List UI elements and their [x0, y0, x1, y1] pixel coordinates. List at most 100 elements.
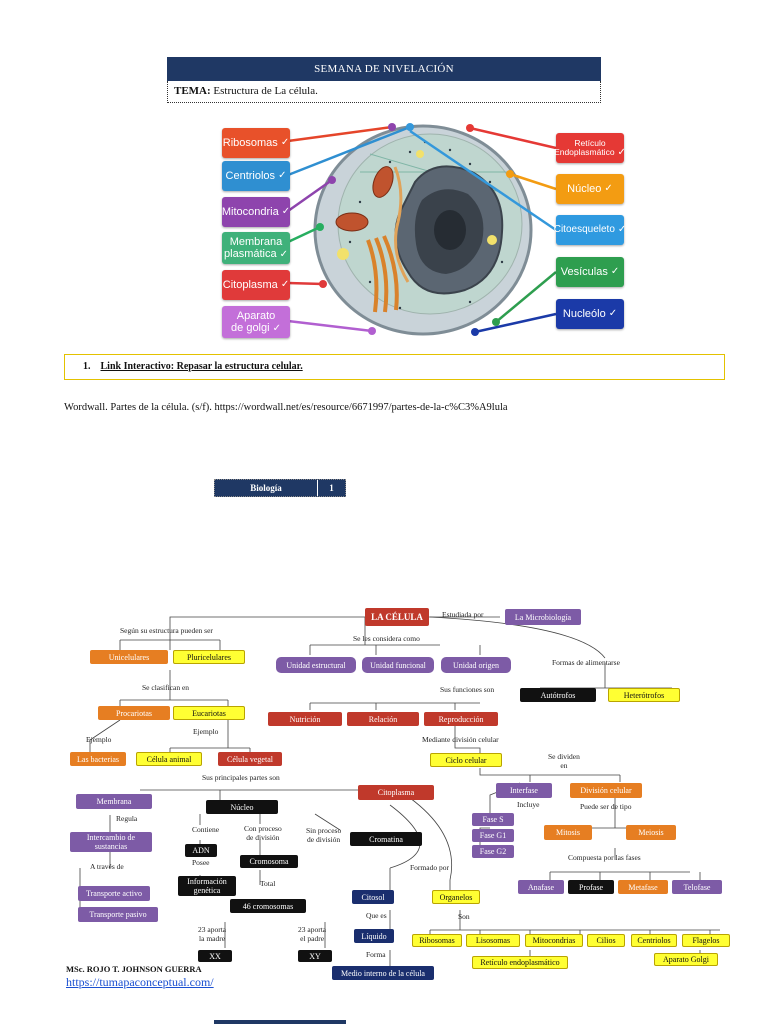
node-flagelos: Flagelos	[682, 934, 730, 947]
text-through: A través de	[90, 862, 124, 871]
node-procariotas: Procariotas	[98, 706, 170, 720]
check-icon: ✓	[604, 183, 613, 194]
text-can-be: Puede ser de tipo	[580, 802, 632, 811]
footer-page-number: 1	[317, 480, 345, 496]
label-mitocondria[interactable]: Mitocondria✓	[222, 197, 290, 227]
node-centriolos: Centriolos	[631, 934, 677, 947]
node-celula-vegetal: Célula vegetal	[218, 752, 282, 766]
topic-label: TEMA:	[174, 85, 211, 97]
interactive-link-box[interactable]: 1. Link Interactivo: Repasar la estructur…	[64, 354, 725, 380]
node-reproduccion: Reproducción	[424, 712, 498, 726]
text-que-es: Que es	[366, 911, 387, 920]
node-meiosis: Meiosis	[626, 825, 676, 840]
node-adn: ADN	[185, 844, 217, 857]
activity-number: 1.	[83, 361, 91, 372]
node-anafase: Anafase	[518, 880, 564, 894]
node-organelos: Organelos	[432, 890, 480, 904]
author-credit: MSc. ROJO T. JOHNSON GUERRA	[66, 964, 202, 974]
check-icon: ✓	[281, 206, 291, 217]
node-xx: XX	[198, 950, 232, 962]
node-profase: Profase	[568, 880, 614, 894]
text-example-2: Ejemplo	[193, 727, 219, 736]
node-transporte-activo: Transporte activo	[78, 886, 150, 901]
text-feeding: Formas de alimentarse	[552, 658, 620, 667]
footer-subject: Biología	[250, 483, 282, 493]
label-centriolos[interactable]: Centriolos✓	[222, 161, 290, 191]
text-studied-by: Estudiada por	[442, 610, 484, 619]
text-regula: Regula	[116, 814, 138, 823]
check-icon: ✓	[272, 322, 281, 334]
label-aparato-de-golgi[interactable]: Aparato de golgi✓	[222, 306, 290, 338]
node-xy: XY	[298, 950, 332, 962]
text-phases: Compuesta por las fases	[568, 853, 641, 862]
label-nucleolo[interactable]: Nucleólo✓	[556, 299, 624, 329]
node-eucariotas: Eucariotas	[173, 706, 245, 720]
node-pluricelulares: Pluricelulares	[173, 650, 245, 664]
node-liquido: Líquido	[354, 929, 394, 943]
node-membrana: Membrana	[76, 794, 152, 809]
node-celula-animal: Célula animal	[136, 752, 202, 766]
label-vesiculas[interactable]: Vesículas✓	[556, 257, 624, 287]
node-heterotrofos: Heterótrofos	[608, 688, 680, 702]
source-link[interactable]: https://tumapaconceptual.com/	[66, 975, 214, 989]
text-incluye: Incluye	[517, 800, 540, 809]
check-icon: ✓	[280, 279, 290, 290]
text-classified-as: Se clasifican en	[142, 683, 190, 692]
node-transporte-pasivo: Transporte pasivo	[78, 907, 158, 922]
label-reticulo-endoplasmatico[interactable]: Retículo Endoplasmático✓	[554, 133, 626, 163]
node-ciclo-celular: Ciclo celular	[430, 753, 502, 767]
topic-line: TEMA: Estructura de La célula.	[167, 81, 601, 103]
check-icon: ✓	[280, 137, 290, 148]
page-footer: Biología 1	[214, 479, 346, 497]
check-icon: ✓	[617, 147, 626, 158]
node-reticulo: Retículo endoplasmático	[472, 956, 568, 969]
label-citoesqueleto[interactable]: Citoesqueleto✓	[554, 215, 627, 245]
reference-citation[interactable]: Wordwall. Partes de la célula. (s/f). ht…	[64, 402, 508, 413]
text-forma: Forma	[366, 950, 386, 959]
node-unidad-funcional: Unidad funcional	[362, 657, 434, 673]
node-mitosis: Mitosis	[544, 825, 592, 840]
node-ribosomas: Ribosomas	[412, 934, 462, 947]
node-fase-g2: Fase G2	[472, 845, 514, 858]
concept-map: LA CÉLULA Estudiada por La Microbiología…	[60, 600, 740, 1000]
node-citoplasma: Citoplasma	[358, 785, 434, 800]
node-interfase: Interfase	[496, 783, 552, 798]
node-la-celula: LA CÉLULA	[365, 608, 429, 626]
activity-link[interactable]: Link Interactivo: Repasar la estructura …	[100, 361, 303, 372]
node-fase-s: Fase S	[472, 813, 514, 826]
check-icon: ✓	[608, 308, 618, 319]
label-citoplasma[interactable]: Citoplasma✓	[222, 270, 290, 300]
text-considered-as: Se les considera como	[353, 634, 420, 643]
text-by-structure: Según su estructura pueden ser	[120, 626, 213, 635]
text-son: Son	[458, 912, 470, 921]
text-functions: Sus funciones son	[440, 685, 495, 694]
label-ribosomas[interactable]: Ribosomas✓	[222, 128, 290, 158]
check-icon: ✓	[278, 170, 287, 181]
label-nucleo[interactable]: Núcleo✓	[556, 174, 624, 204]
node-aparato-golgi: Aparato Golgi	[654, 953, 718, 966]
text-main-parts: Sus principales partes son	[202, 773, 280, 782]
node-unicelulares: Unicelulares	[90, 650, 168, 664]
node-medio-interno: Medio interno de la célula	[332, 966, 434, 980]
text-total: Total	[260, 879, 276, 888]
node-las-bacterias: Las bacterias	[70, 752, 126, 766]
text-contiene: Contiene	[192, 825, 220, 834]
node-cromatina: Cromatina	[350, 832, 422, 846]
node-relacion: Relación	[347, 712, 419, 726]
label-membrana-plasmatica[interactable]: Membrana plasmática✓	[222, 232, 290, 264]
node-46-cromosomas: 46 cromosomas	[230, 899, 306, 913]
check-icon: ✓	[617, 224, 627, 235]
topic-value: Estructura de La célula.	[213, 85, 318, 97]
node-unidad-origen: Unidad origen	[441, 657, 511, 673]
node-microbiologia: La Microbiología	[505, 609, 581, 625]
node-fase-g1: Fase G1	[472, 829, 514, 842]
week-title: SEMANA DE NIVELACIÓN	[167, 57, 601, 81]
check-icon: ✓	[610, 266, 620, 277]
